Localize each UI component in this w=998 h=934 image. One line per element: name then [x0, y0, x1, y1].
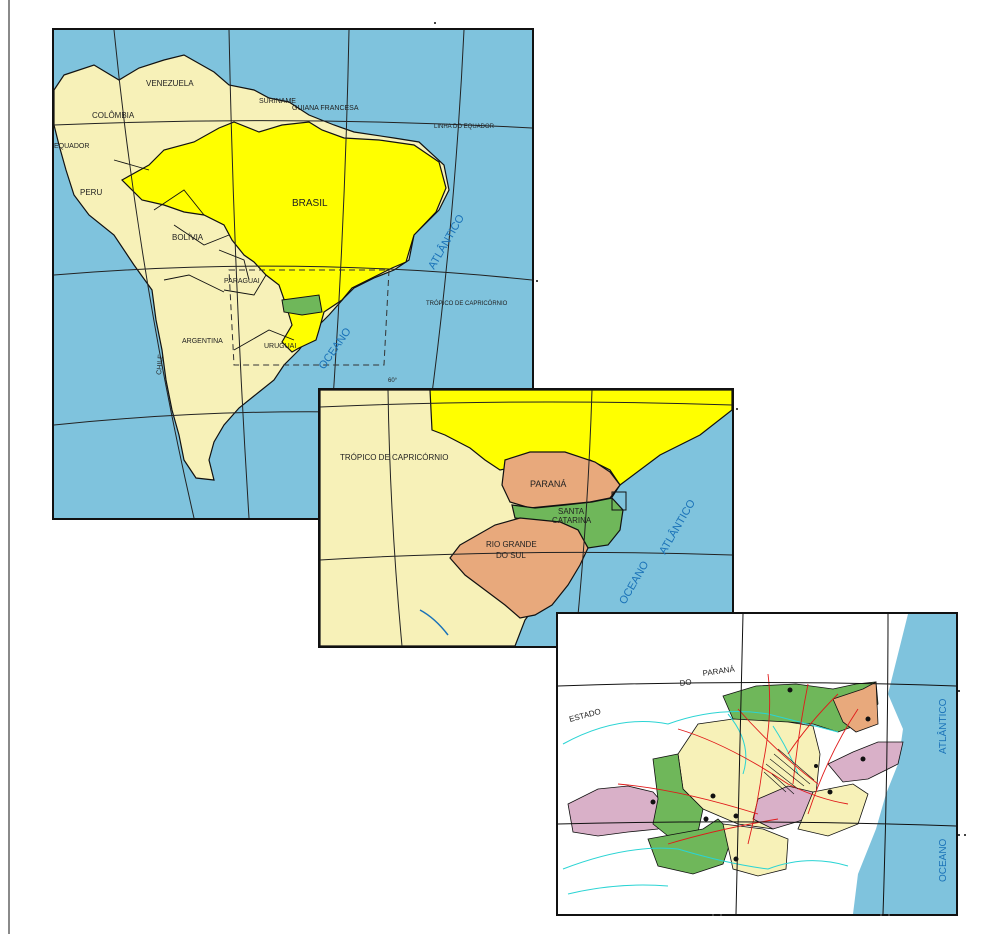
label-parana-detail: PARANÁ: [702, 664, 736, 678]
speck: [958, 690, 960, 692]
speck: [958, 834, 960, 836]
speck: [736, 408, 738, 410]
label-catarina: CATARINA: [552, 516, 592, 525]
speck: [880, 914, 882, 916]
label-tropic-line: TRÓPICO DE CAPRICÓRNIO: [426, 300, 508, 307]
label-suriname: SURINAME: [259, 98, 296, 105]
speck: [712, 914, 714, 916]
purple-region-west: [567, 785, 669, 837]
label-ocean-word: OCEANO: [938, 838, 949, 882]
label-do-sul: DO SUL: [496, 551, 526, 560]
label-estado: ESTADO: [568, 707, 602, 724]
left-margin-rule: [8, 0, 10, 934]
label-bolivia: BOLÍVIA: [172, 233, 204, 242]
label-colombia: COLÔMBIA: [92, 111, 135, 120]
south-america-map: VENEZUELA COLÔMBIA EQUADOR PERU BOLÍVIA …: [52, 28, 534, 520]
label-tropic-line: TRÓPICO DE CAPRICÓRNIO: [340, 453, 448, 462]
green-region-south: [647, 818, 734, 875]
label-equador: EQUADOR: [54, 143, 89, 150]
label-rio-grande: RIO GRANDE: [486, 540, 537, 549]
label-argentina: ARGENTINA: [182, 338, 223, 345]
speck: [888, 914, 890, 916]
rio-grande-do-sul-region: [449, 517, 589, 619]
south-brazil-highlight: [281, 294, 323, 316]
south-brazil-map: TRÓPICO DE CAPRICÓRNIO PARANÁ SANTA CATA…: [318, 388, 734, 648]
label-peru: PERU: [80, 188, 102, 197]
label-atlantic-word: ATLÂNTICO: [656, 497, 698, 557]
detail-map: ESTADO DO PARANÁ ATLÂNTICO OCEANO: [556, 612, 958, 916]
label-equator-line: LINHA DO EQUADOR: [434, 124, 495, 130]
label-venezuela: VENEZUELA: [146, 79, 194, 88]
label-meridian: 60°: [388, 378, 398, 384]
label-do: DO: [679, 677, 692, 688]
label-paraguai: PARAGUAI: [224, 278, 260, 285]
brasil-region: [121, 121, 447, 353]
speck: [536, 280, 538, 282]
label-uruguai: URUGUAI: [264, 343, 296, 350]
ocean-strip: [853, 614, 956, 914]
speck: [964, 834, 966, 836]
label-atlantic-word: ATLÂNTICO: [936, 698, 949, 754]
speck: [434, 22, 436, 24]
label-chile: CHILE: [156, 354, 165, 375]
label-brasil: BRASIL: [292, 198, 328, 209]
label-guiana-francesa: GUIANA FRANCESA: [292, 105, 359, 112]
label-ocean-word: OCEANO: [617, 559, 651, 607]
yellow-region-south: [722, 823, 789, 877]
speck: [720, 914, 722, 916]
label-santa: SANTA: [558, 507, 585, 516]
label-parana: PARANÁ: [530, 479, 566, 489]
label-atlantic-word: ATLÂNTICO: [425, 212, 467, 272]
purple-region-east: [827, 741, 904, 783]
